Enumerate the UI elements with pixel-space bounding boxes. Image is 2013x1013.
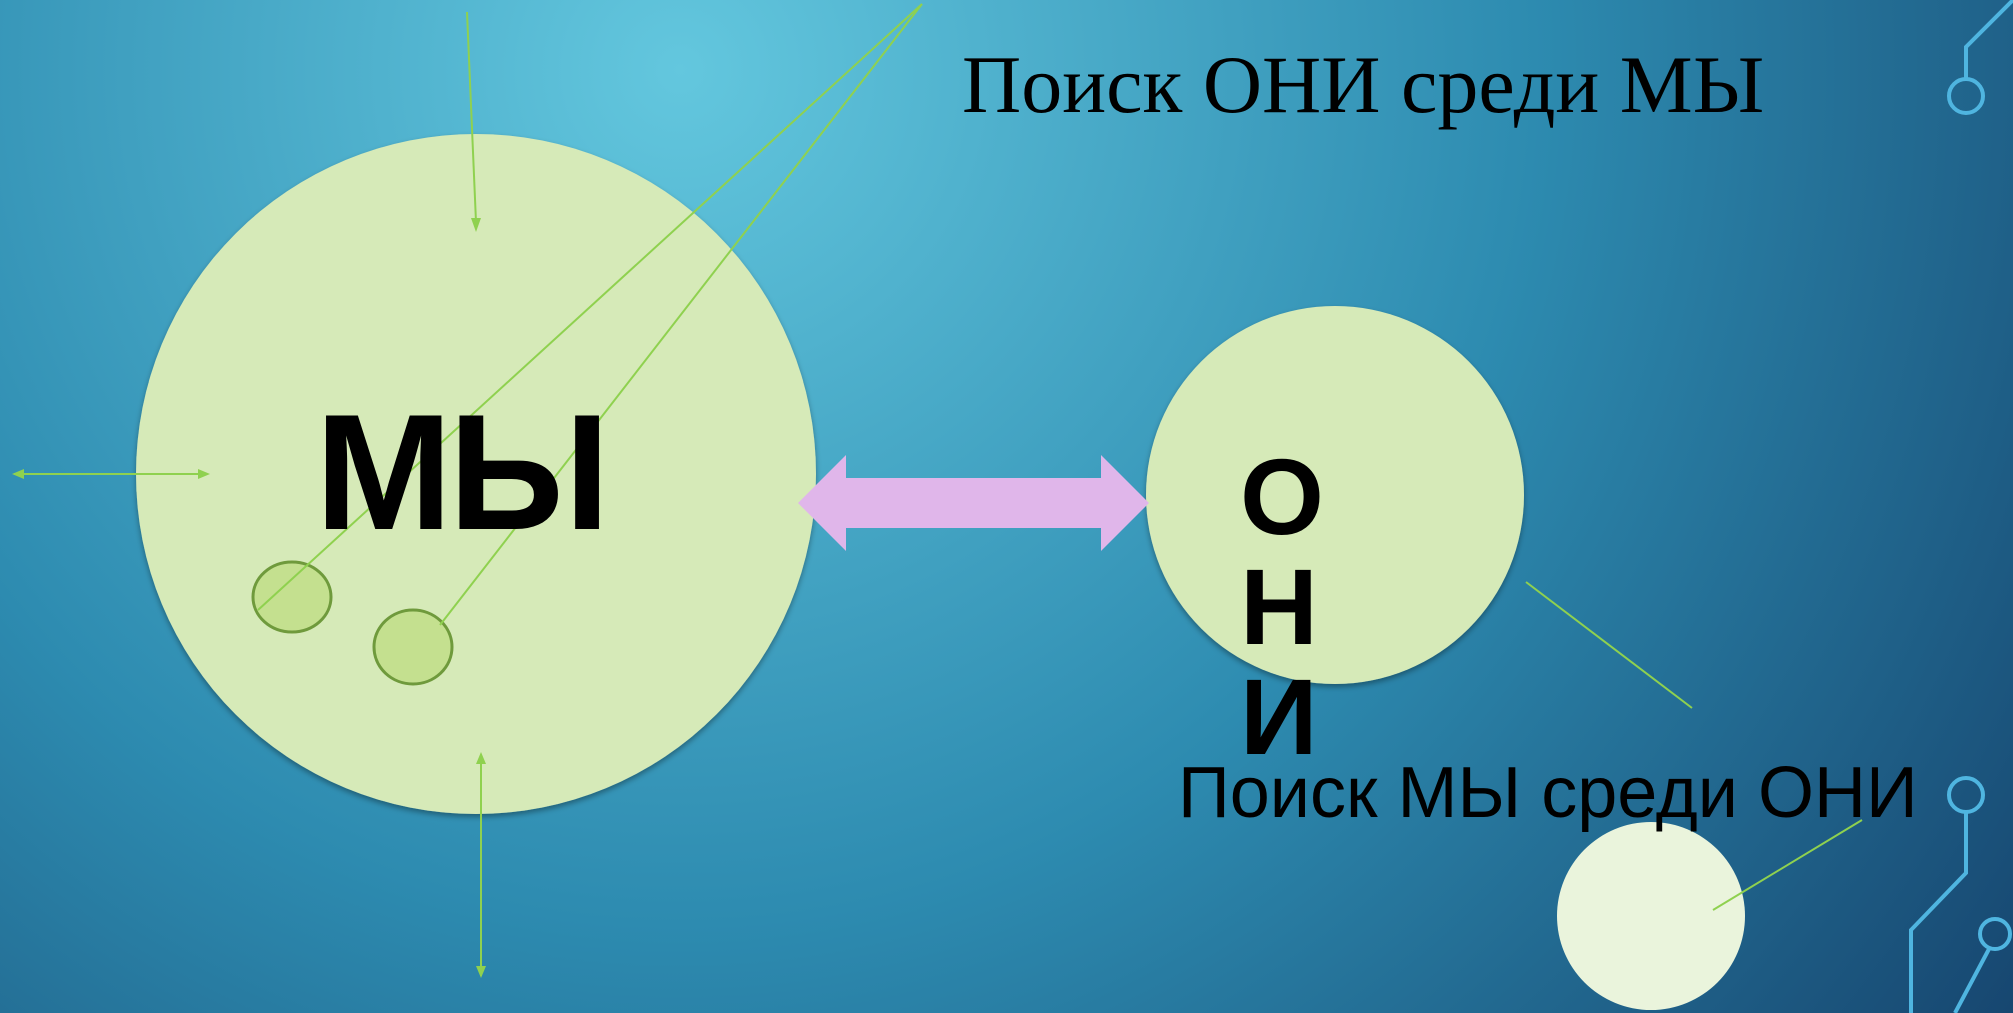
double-arrow (798, 455, 1149, 551)
label-they: ОНИ (1240, 436, 1325, 777)
circuit-decoration (1909, 0, 2013, 1013)
title-search-they-among-we: Поиск ОНИ среди МЫ (962, 39, 1765, 130)
small-circle-1 (251, 560, 333, 634)
circle-they (1146, 306, 1524, 684)
circuit-line-corner (1953, 948, 1991, 1013)
circuit-node-top-icon (1947, 77, 1985, 115)
circuit-node-right-icon (1947, 776, 1985, 814)
green-lines (14, 3, 1863, 976)
arrowhead-left-inner (198, 469, 210, 479)
label-we: МЫ (315, 380, 610, 564)
circuit-line-right (1909, 812, 1968, 1013)
arrowheads (12, 218, 486, 978)
circuit-line-top (1964, 0, 2013, 78)
pale-circle (1557, 822, 1745, 1010)
title-search-we-among-they: Поиск МЫ среди ОНИ (1178, 753, 1918, 833)
big-circle-we (136, 134, 816, 814)
arrowhead-left-outer (12, 469, 24, 479)
arrowhead-bottom-up (476, 752, 486, 764)
circuit-node-corner-icon (1978, 917, 2012, 951)
arrowhead-top (471, 218, 481, 232)
arrowhead-bottom-down (476, 966, 486, 978)
small-circle-2 (372, 608, 454, 686)
